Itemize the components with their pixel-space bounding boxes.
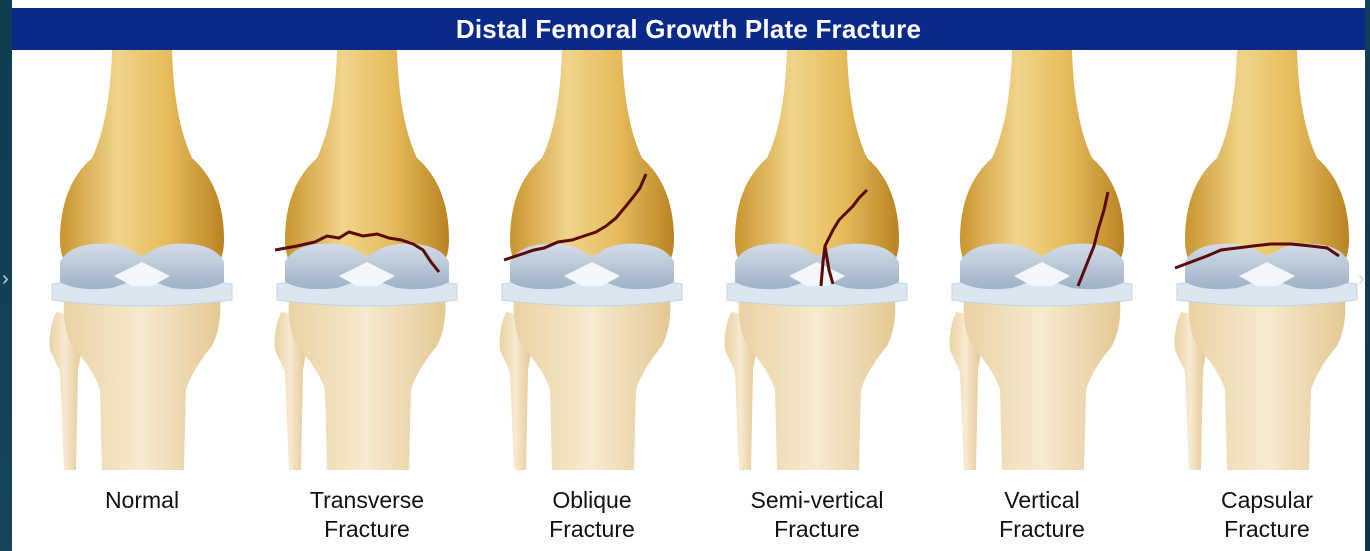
caption-oblique: Oblique Fracture [482, 486, 702, 544]
knee-transverse [267, 50, 467, 480]
knee-illustrations [12, 50, 1365, 480]
caption-oblique-line2: Fracture [482, 515, 702, 544]
caption-transverse-line1: Transverse [257, 486, 477, 515]
caption-capsular-line1: Capsular [1157, 486, 1370, 515]
caption-vertical-line2: Fracture [932, 515, 1152, 544]
knee-semi-vertical [717, 50, 917, 480]
caption-transverse-line2: Fracture [257, 515, 477, 544]
caption-normal: Normal [32, 486, 252, 515]
caption-capsular-line2: Fracture [1157, 515, 1370, 544]
right-edge-marker: › [1358, 268, 1365, 291]
caption-semi-vertical-line2: Fracture [707, 515, 927, 544]
knee-normal [42, 50, 242, 480]
title-banner: Distal Femoral Growth Plate Fracture [12, 8, 1365, 50]
diagram-panel: Distal Femoral Growth Plate Fracture Nor… [12, 0, 1365, 551]
caption-semi-vertical: Semi-vertical Fracture [707, 486, 927, 544]
diagram-title: Distal Femoral Growth Plate Fracture [456, 14, 921, 45]
caption-vertical: Vertical Fracture [932, 486, 1152, 544]
caption-vertical-line1: Vertical [932, 486, 1152, 515]
left-edge-marker: › [2, 268, 9, 291]
knee-vertical [942, 50, 1142, 480]
caption-semi-vertical-line1: Semi-vertical [707, 486, 927, 515]
caption-normal-line1: Normal [32, 486, 252, 515]
knee-capsular [1167, 50, 1367, 480]
knee-oblique [492, 50, 692, 480]
caption-oblique-line1: Oblique [482, 486, 702, 515]
caption-transverse: Transverse Fracture [257, 486, 477, 544]
caption-capsular: Capsular Fracture [1157, 486, 1370, 544]
